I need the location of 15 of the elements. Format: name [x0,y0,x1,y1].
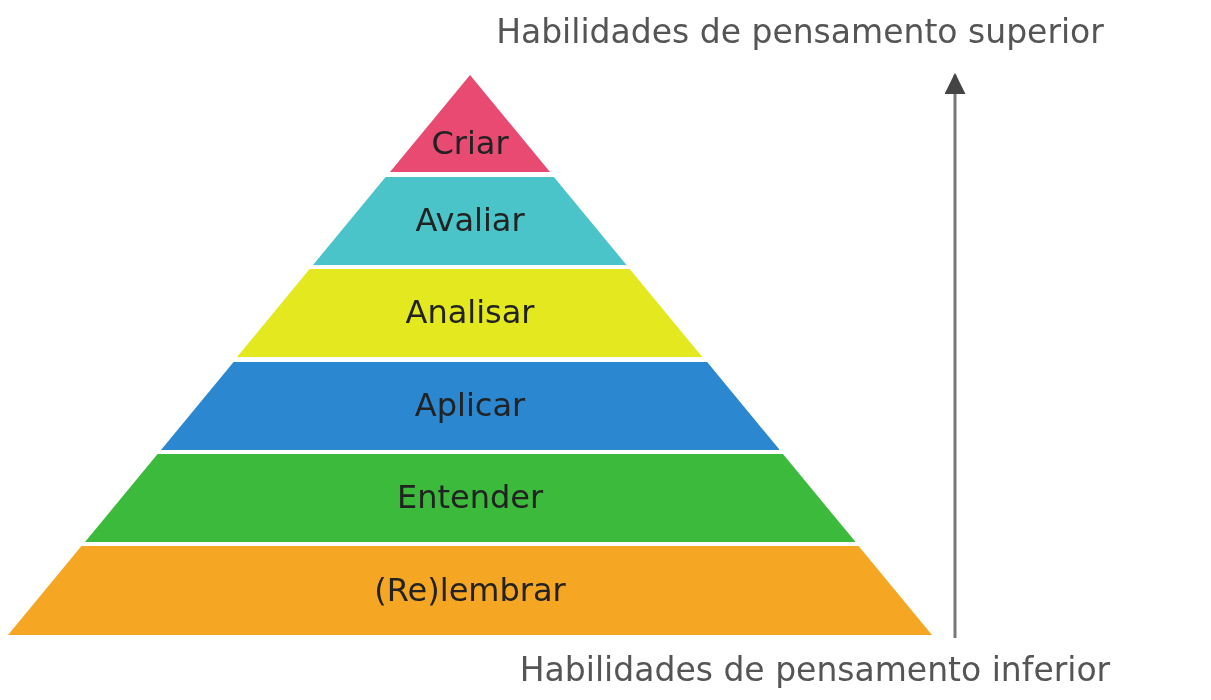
pyramid-tier [8,546,932,635]
axis-label: Habilidades de pensamento superior [400,12,1200,51]
tier-label: Aplicar [413,386,527,424]
pyramid-tier [313,177,627,265]
tier-label: Criar [430,123,510,162]
pyramid-tier [160,362,780,450]
axis-label: Habilidades de pensamento inferior [420,650,1210,689]
arrow [944,72,966,638]
pyramid-tier [389,75,550,172]
pyramid-tier [84,454,856,542]
tier-label: Entender [395,478,545,516]
tier-label: (Re)lembrar [373,570,567,609]
tier-label: Avaliar [414,201,526,239]
pyramid-tier [237,269,703,357]
tier-label: Analisar [404,293,536,331]
